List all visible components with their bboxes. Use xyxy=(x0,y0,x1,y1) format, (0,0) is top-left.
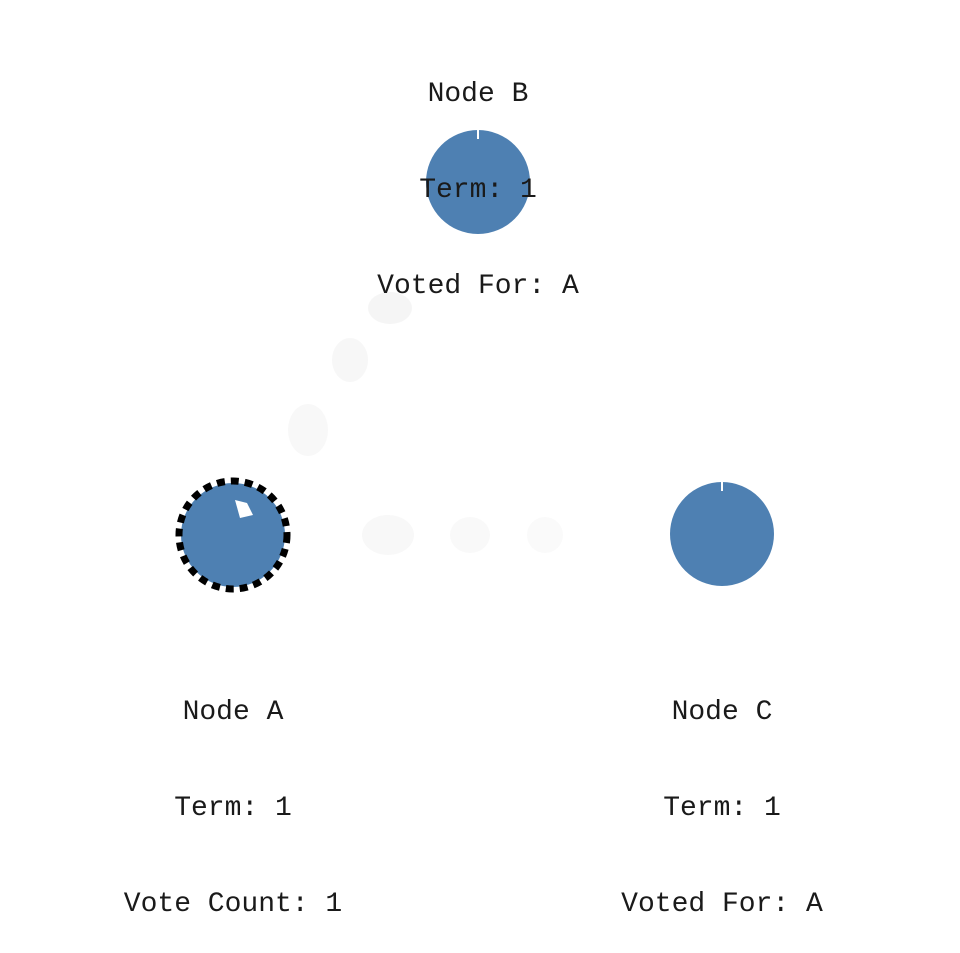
node-a-term: Term: 1 xyxy=(174,793,292,824)
node-b[interactable] xyxy=(426,130,530,234)
node-a-timer-arc xyxy=(235,500,253,518)
node-a-circle[interactable] xyxy=(181,483,285,587)
node-c-circle[interactable] xyxy=(670,482,774,586)
vote-message-traces xyxy=(288,292,563,555)
node-b-title: Node B xyxy=(427,79,529,110)
node-b-circle[interactable] xyxy=(426,130,530,234)
node-a-title: Node A xyxy=(182,697,284,728)
node-c-label: Node C Term: 1 Voted For: A xyxy=(562,633,882,953)
node-b-term: Term: 1 xyxy=(419,175,537,206)
node-b-status: Voted For: A xyxy=(377,271,579,302)
node-a-status: Vote Count: 1 xyxy=(123,889,343,920)
node-b-label: Node B Term: 1 Voted For: A xyxy=(318,15,638,335)
node-c[interactable] xyxy=(670,482,774,586)
node-a-label: Node A Term: 1 Vote Count: 1 xyxy=(73,633,393,953)
cluster-diagram xyxy=(175,130,774,593)
node-a[interactable] xyxy=(175,477,291,593)
node-c-status: Voted For: A xyxy=(621,889,823,920)
node-c-term: Term: 1 xyxy=(663,793,781,824)
node-c-title: Node C xyxy=(671,697,773,728)
node-a-candidate-border xyxy=(175,477,291,593)
